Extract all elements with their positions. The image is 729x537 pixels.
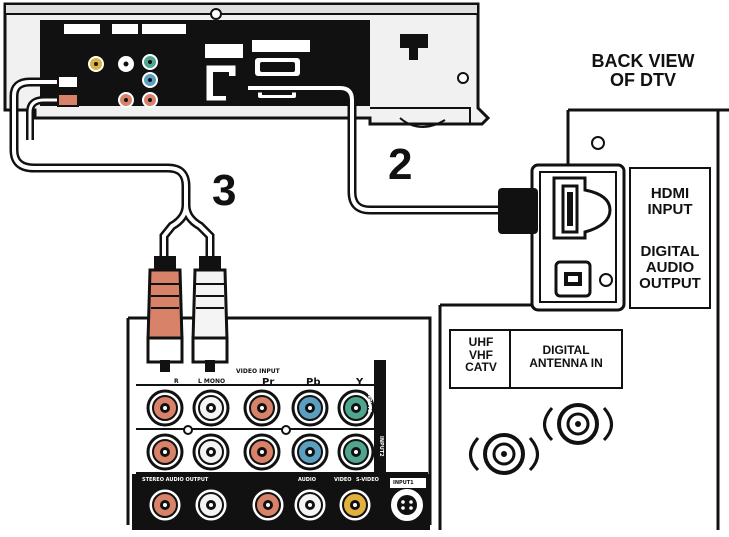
pb-label: Pb [306,377,321,388]
pr-label: Pr [262,377,275,388]
step-3-number: 3 [212,166,237,215]
digital-antenna-coax-jack [543,403,613,445]
input2-label: INPUT2 [378,436,384,457]
panel-dot [183,425,193,435]
s-video-jack [391,489,423,521]
video-input-label: VIDEO INPUT [236,368,280,375]
back-view-label: BACK VIEW OF DTV [573,52,713,90]
hdmi-cable [226,76,538,234]
vhf-label: VHF [469,347,493,362]
back-view-line1: BACK VIEW [591,51,695,71]
rca-jack [337,389,375,427]
digital-audio-line1: DIGITAL [640,243,700,260]
hdmi-input-label: HDMI INPUT [632,186,708,218]
rca-jack [192,433,230,471]
uhf-coax-jack [469,433,539,475]
step-2-number: 2 [388,140,413,189]
rca-jack [337,433,375,471]
rca-jack [146,486,184,524]
power-connector-icon [400,34,428,48]
rca-jack [291,389,329,427]
hdmi-plug [498,188,538,234]
rca-jack [243,433,281,471]
rca-jacks [146,389,375,524]
red-rca-plug [146,256,184,372]
rca-jack [249,486,287,524]
set-top-box [3,2,491,128]
panel-dot [281,425,291,435]
catv-label: CATV [465,360,497,375]
input1-label: INPUT1 [393,480,414,486]
back-view-line2: OF DTV [610,69,676,90]
screw-icon [457,72,469,84]
screw-icon [210,8,222,20]
hdmi-input-line2: INPUT [647,200,693,218]
digital-antenna-line1: DIGITAL [542,343,590,357]
rca-jack [192,486,230,524]
digital-antenna-line2: ANTENNA IN [529,355,603,370]
rca-jack [146,433,184,471]
digital-antenna-in-label: DIGITAL ANTENNA IN [512,344,620,369]
y-label: Y [356,377,364,388]
l-mono-label: L MONO [198,378,226,385]
digital-audio-line3: OUTPUT [639,274,701,292]
stereo-audio-output-label: STEREO AUDIO OUTPUT [142,477,209,483]
rca-jack [336,486,374,524]
rca-jack [291,486,329,524]
digital-audio-output-label: DIGITAL AUDIO OUTPUT [632,244,708,291]
uhf-vhf-catv-label: UHF VHF CATV [452,336,510,374]
r-label: R [174,378,179,385]
s-video-label: S-VIDEO [356,477,379,483]
audio-cable [9,75,215,258]
video-label: VIDEO [334,477,352,483]
digital-audio-line2: AUDIO [645,258,695,276]
rca-jack [291,433,329,471]
rca-jack [192,389,230,427]
input3-label: INPUT3 [366,392,372,413]
uhf-label: UHF [468,335,494,349]
audio-label: AUDIO [298,477,317,483]
rca-jack [146,389,184,427]
white-rca-plug [191,256,229,372]
hdmi-input-line1: HDMI [650,185,690,202]
rca-jack [243,389,281,427]
tv-back-panel [438,108,729,530]
